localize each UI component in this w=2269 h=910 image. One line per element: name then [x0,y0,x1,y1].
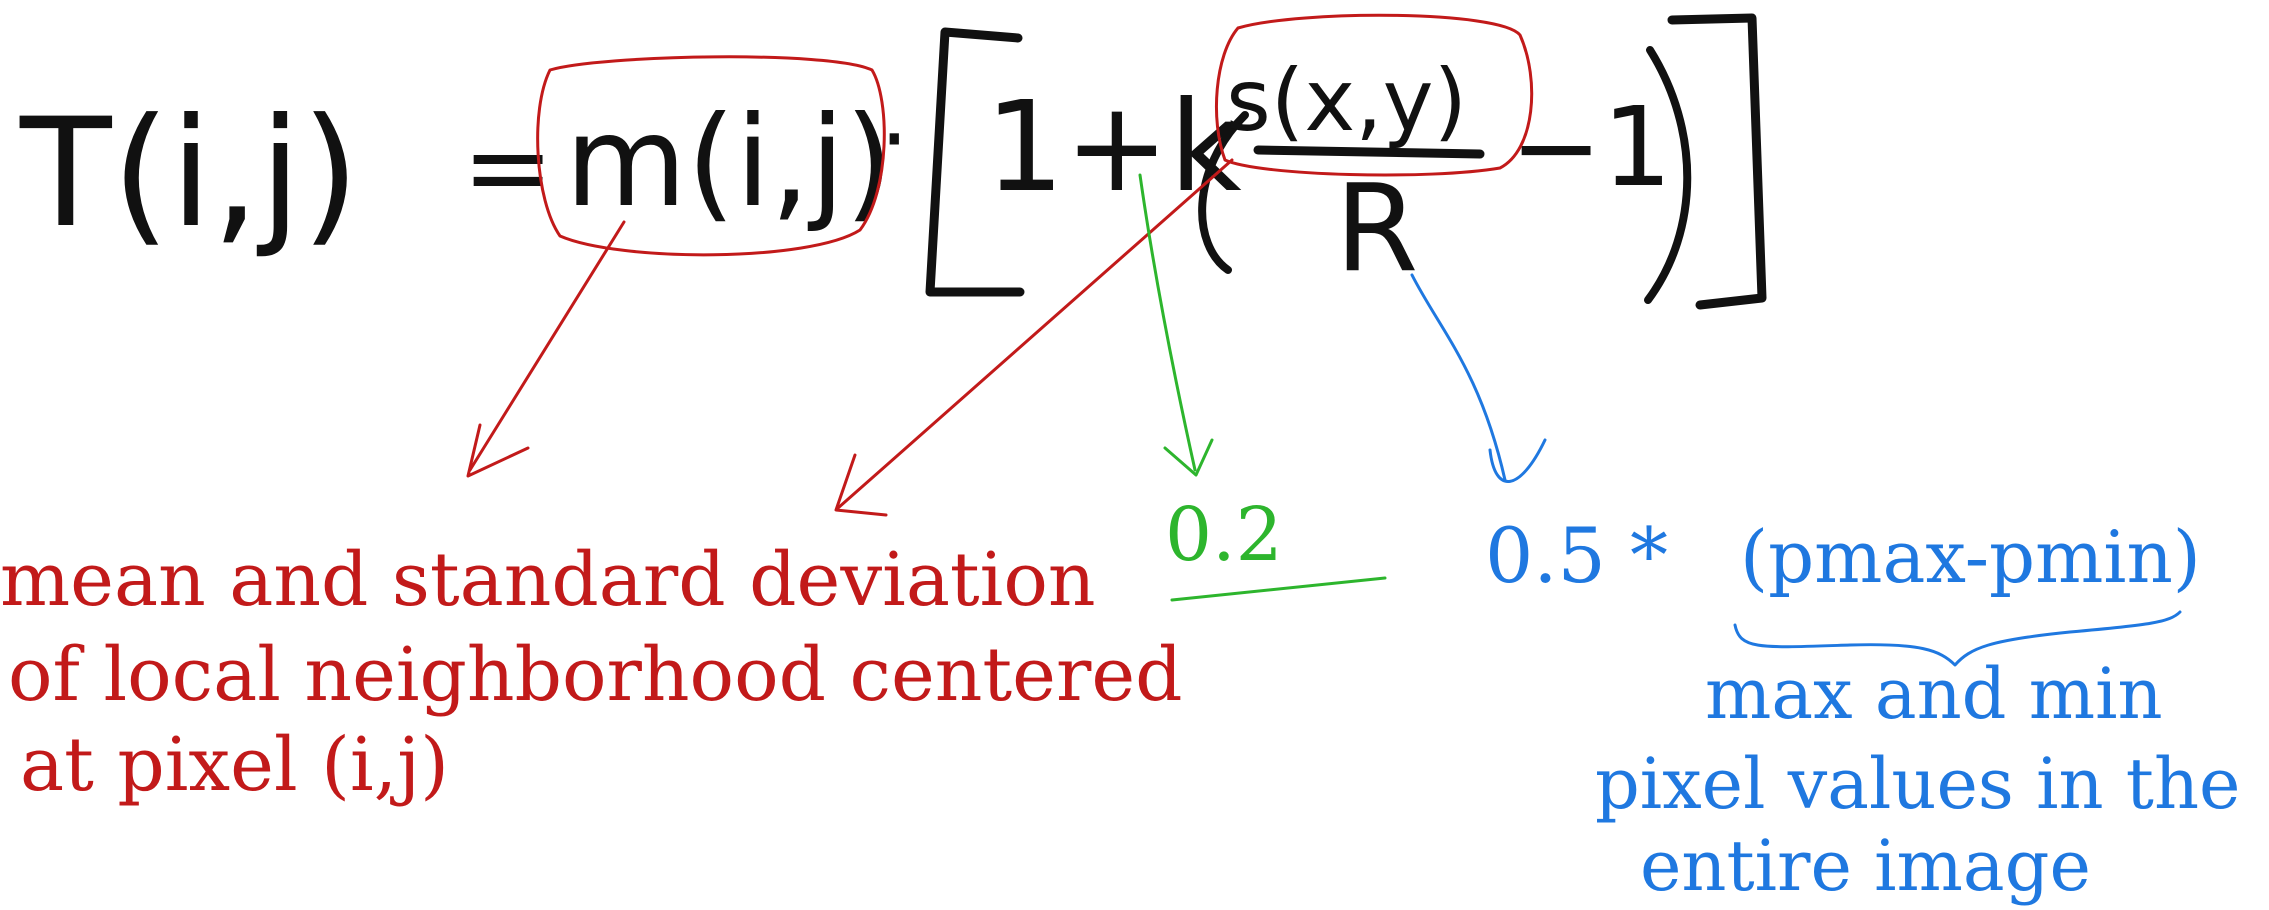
k-value-underline [1170,576,1387,602]
fraction-numerator: s(x,y) [1226,51,1467,151]
range-note-line2: pixel values in the [1595,743,2240,825]
r-value-expression: (pmax-pmin) [1740,515,2201,599]
mean-std-note-line2: of local neighborhood centered [8,632,1183,718]
k-arrow-line [1138,173,1197,472]
range-curly-brace [1733,610,2182,667]
std-arrow-line [836,158,1234,510]
std-term-circle [1215,13,1534,177]
mean-std-note-line3: at pixel (i,j) [20,722,449,808]
std-arrow-head [834,453,888,517]
mean-std-note-line1: mean and standard deviation [0,537,1096,623]
fraction-bar [1253,145,1485,159]
r-arrow-head [1488,438,1547,483]
equation-minus-one: −1 [1510,83,1672,211]
range-note-line1: max and min [1705,653,2163,735]
k-value: 0.2 [1165,492,1283,578]
range-note-line3: entire image [1640,825,2091,907]
right-parenthesis [1644,46,1692,304]
red-annotations: mean and standard deviation of local nei… [0,13,1534,808]
mean-arrow-line [468,220,626,472]
mean-arrow-head [466,423,530,478]
k-arrow-head [1163,438,1214,477]
equation-mean-term: m(i,j) [565,90,894,235]
r-value-prefix: 0.5 * [1485,511,1668,600]
r-arrow-line [1410,273,1507,482]
equation: T(i,j) = m(i,j) · 1+k s(x,y) R −1 [19,13,1767,310]
green-annotations: 0.2 [1138,173,1387,602]
equation-lhs: T(i,j) [19,87,360,261]
left-square-bracket [925,27,1025,297]
left-parenthesis [1198,111,1249,274]
blue-annotations: 0.5 * (pmax-pmin) max and min pixel valu… [1410,273,2240,907]
fraction-denominator: R [1335,160,1418,299]
mean-term-circle [536,55,886,257]
right-square-bracket [1667,13,1767,310]
